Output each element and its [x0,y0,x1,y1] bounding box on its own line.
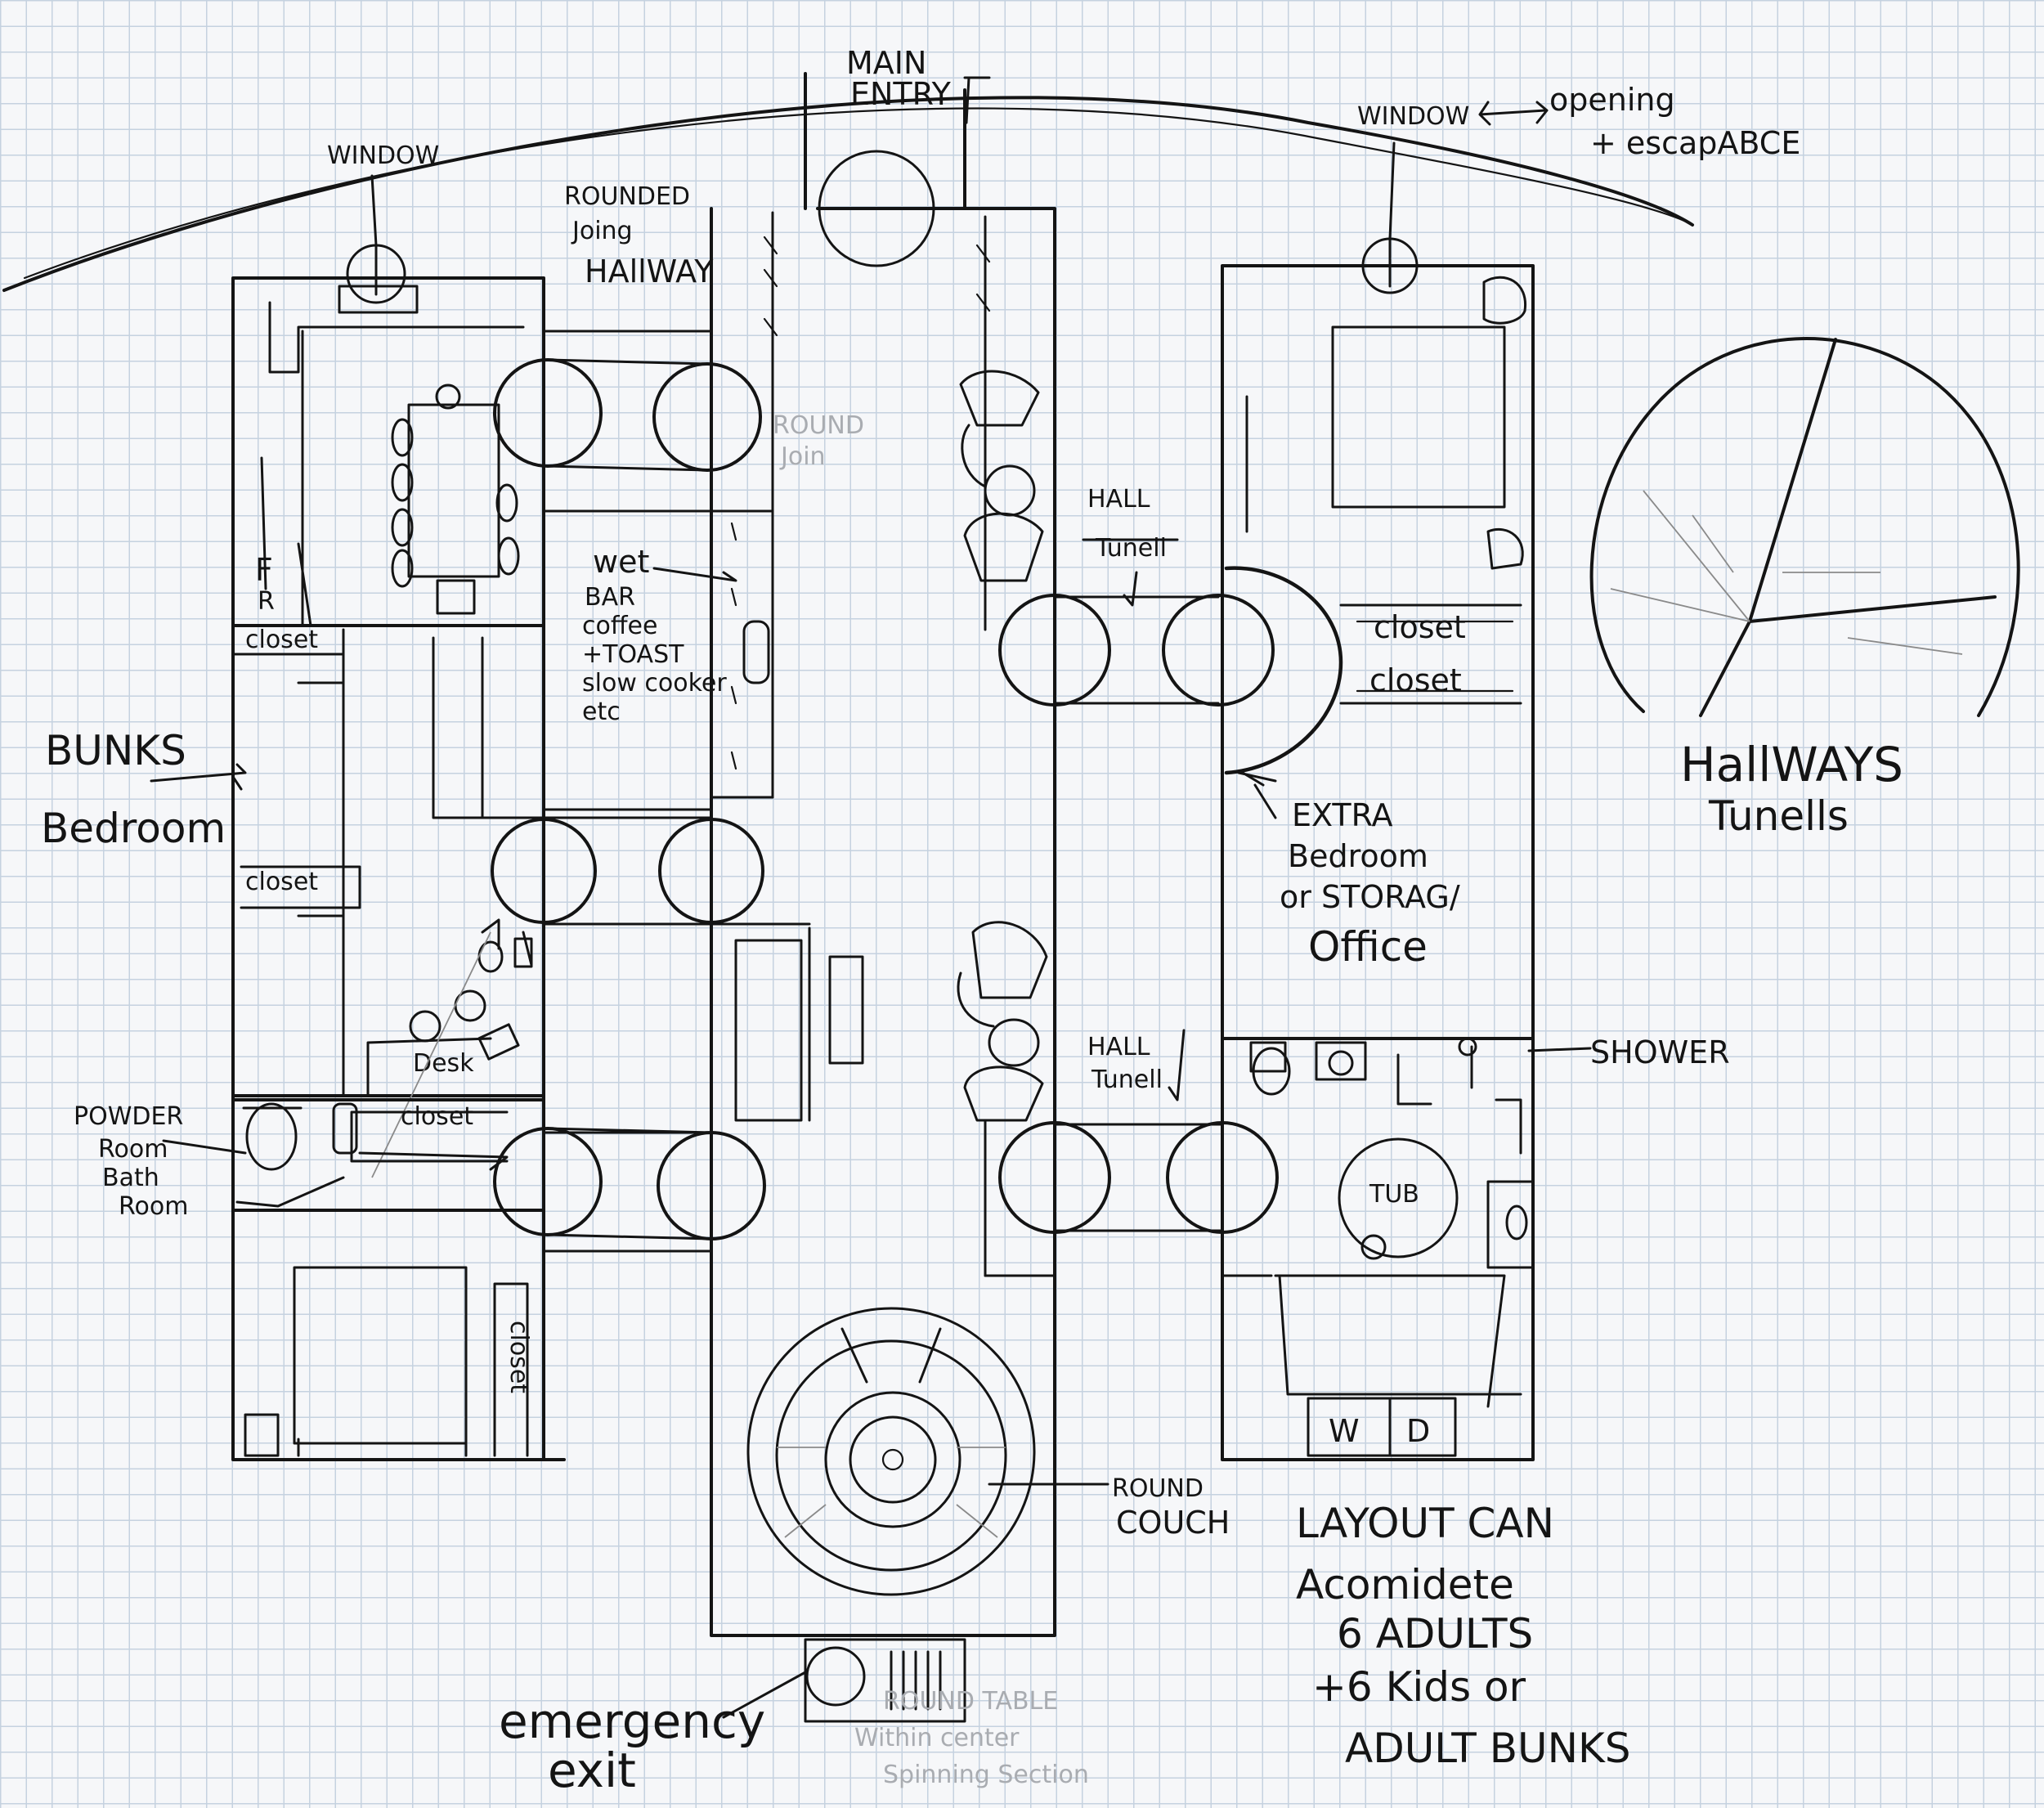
hallways-tunnels-label-1: HallWAYS [1680,737,1903,792]
round-couch-label-1: ROUND [1112,1474,1204,1503]
window-note-2: + escapABCE [1590,125,1800,161]
tub-icon [1338,1137,1459,1258]
extra-bedroom-label-3: or STORAG/ [1280,879,1460,915]
hall-tunnel-lower-label-2: Tunell [1091,1066,1163,1094]
wet-bar-icon [710,509,774,799]
fridge-label-f: F [255,552,273,588]
wet-bar-label-4: +TOAST [582,640,684,669]
rounded-hallway-label-3: HAllWAY [585,253,714,289]
emergency-exit-label-1: emergency [499,1694,765,1749]
hall-tunnel-lower-label-1: HALL [1087,1033,1150,1061]
layout-note-1: LAYOUT CAN [1296,1500,1554,1547]
main-entry-door-icon [818,76,991,267]
window-right-label: WINDOW [1357,102,1469,131]
closet-label-vertical: closet [504,1321,533,1393]
bunks-bedroom-label-1: BUNKS [45,727,186,774]
washer-label: W [1329,1413,1360,1449]
powder-room-label-3: Bath [102,1164,159,1192]
wet-bar-label-6: etc [582,698,621,726]
powder-room-label-2: Room [98,1135,168,1164]
layout-note-2: Acomidete [1296,1561,1514,1608]
desk-icon [366,918,533,1097]
faint-note-2: Within center [854,1724,1020,1752]
bed-lower-left-icon [244,1266,468,1457]
closet-label-bunks: closet [245,868,318,896]
main-entry-label-1: MAIN [846,45,926,81]
hallway-tunnel-cross-section [1589,337,2020,717]
closet-label-hall: closet [401,1102,473,1131]
dryer-label: D [1406,1413,1430,1449]
washer-dryer-icon [1307,1397,1457,1457]
rounded-hallway-label-1: ROUNDED [564,182,690,211]
powder-room-label-4: Room [119,1192,188,1221]
layout-note-4: +6 Kids or [1312,1663,1526,1711]
wet-bar-label-5: slow cooker [582,669,727,698]
round-join-label-1: ROUND [773,411,864,440]
closet-label-kitchen: closet [245,626,318,654]
window-right-icon [1361,141,1419,294]
extra-bedroom-label-1: EXTRA [1292,797,1392,833]
faint-note-1: ROUND TABLE [883,1687,1058,1716]
layout-note-5: ADULT BUNKS [1345,1725,1631,1772]
main-entry-label-2: ENTRY [850,76,952,112]
bunks-bedroom-label-2: Bedroom [41,805,226,852]
left-wing: F R closet closet Desk closet [231,174,566,1461]
emergency-exit-icon [804,1638,966,1723]
hallway-tunnel-rings [491,358,1279,1240]
dining-table-icon [391,384,520,615]
wet-bar-label-2: BAR [585,583,635,612]
window-left-icon [338,174,419,314]
hallways-tunnels-label-2: Tunells [1708,792,1849,840]
wet-bar-label-3: coffee [582,612,657,640]
round-join-label-2: Join [779,442,826,471]
powder-room-toilet-icon [242,1102,358,1171]
rounded-hallway-label-2: Joing [571,217,633,245]
hall-tunnel-upper-label-2: Tunell [1095,534,1167,563]
extra-bedroom-label-2: Bedroom [1288,838,1428,874]
armchairs-right-column-icon [957,370,1048,1122]
emergency-exit-label-2: exit [548,1743,636,1798]
shower-label: SHOWER [1590,1034,1730,1070]
window-left-label: WINDOW [327,141,439,170]
hall-tunnel-upper-label-1: HALL [1087,485,1150,514]
tub-label: TUB [1369,1180,1419,1209]
closet-label-right-2: closet [1369,662,1462,698]
wet-bar-label-1: wet [593,544,649,580]
powder-room-label-1: POWDER [74,1102,183,1131]
bed-upper-right-icon [1331,325,1506,509]
round-couch-icon [746,1307,1036,1596]
round-couch-label-2: COUCH [1116,1505,1230,1541]
fridge-label-r: R [258,587,275,616]
faint-note-3: Spinning Section [883,1761,1089,1789]
extra-bedroom-label-4: Office [1308,923,1428,971]
central-hub [542,72,1056,1723]
window-note-1: opening [1549,82,1675,118]
layout-note-3: 6 ADULTS [1337,1610,1533,1658]
curved-hull-line [2,96,1694,292]
right-wing: closet closet W D [1221,141,1535,1461]
bathroom-fixtures-icon [1249,1037,1535,1269]
closet-label-right-1: closet [1374,609,1466,645]
